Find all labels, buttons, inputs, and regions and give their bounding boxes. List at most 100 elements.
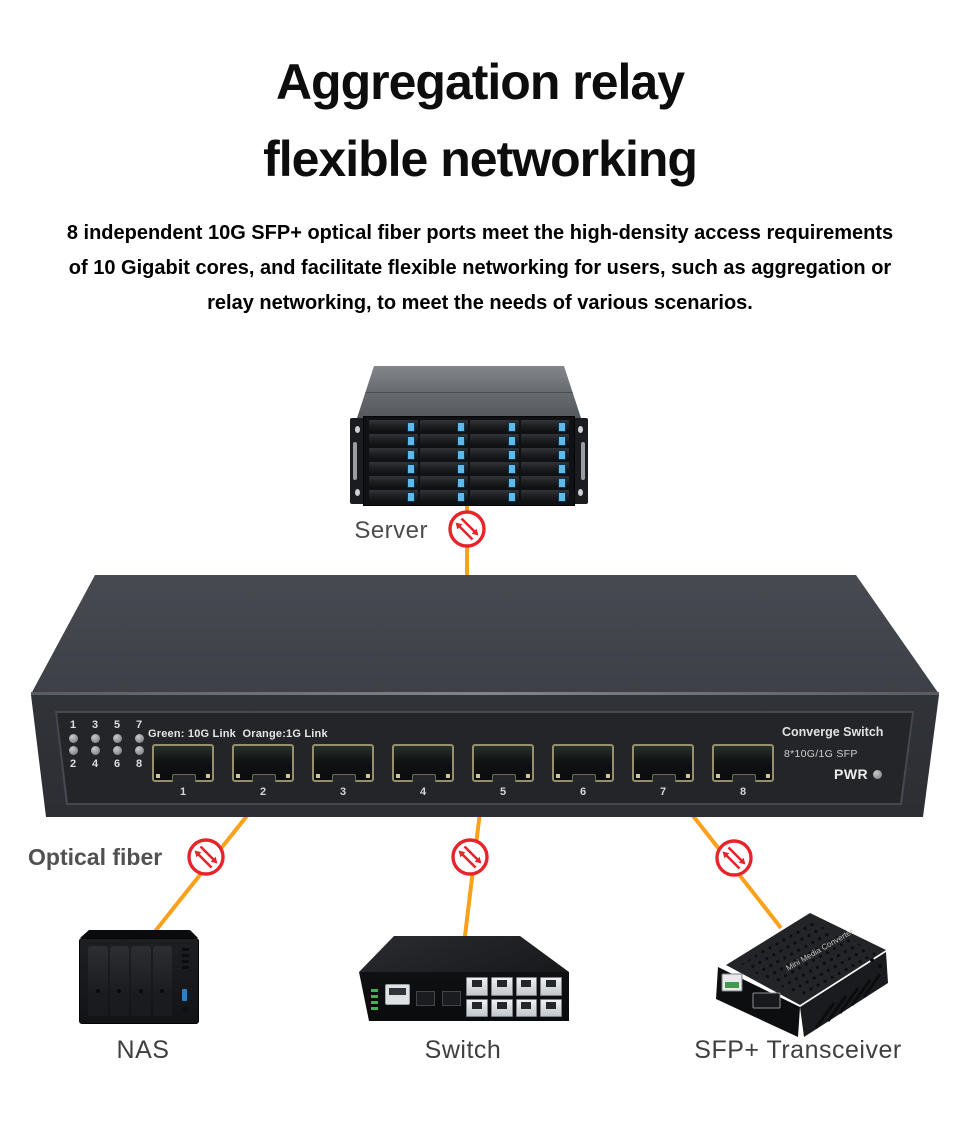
server-drive-tray — [419, 448, 468, 460]
rj45-port-grid — [466, 977, 562, 1017]
rj45-port — [540, 998, 562, 1017]
transceiver-right-face — [800, 952, 888, 1037]
sfp-port-number: 5 — [499, 786, 507, 798]
console-port — [385, 984, 410, 1005]
sfp-port-number: 2 — [259, 786, 267, 798]
green-led — [371, 1001, 378, 1004]
led-number: 6 — [113, 758, 121, 770]
transmission-arrows-icon — [715, 839, 753, 877]
server-drive-tray — [520, 420, 569, 432]
server-rack-ear-right — [573, 418, 588, 504]
description-line: relay networking, to meet the needs of v… — [207, 292, 753, 314]
server-drive-tray — [470, 490, 519, 502]
sfp-port-number: 6 — [579, 786, 587, 798]
sfp-port-cage: 5 — [472, 744, 534, 798]
sfp-port-cage: 7 — [632, 744, 694, 798]
server-drive-tray — [520, 476, 569, 488]
led-number: 1 — [69, 719, 77, 731]
sfp-port-cage: 2 — [232, 744, 294, 798]
transceiver-sfp-port — [752, 992, 781, 1009]
transmission-arrows-icon — [451, 838, 489, 876]
server-rack-ear-left — [350, 418, 365, 504]
sfp-slot — [416, 991, 435, 1006]
green-led — [371, 1007, 378, 1010]
description-line: 8 independent 10G SFP+ optical fiber por… — [66, 222, 894, 244]
server-drive-tray — [520, 490, 569, 502]
sfp-port-cage: 6 — [552, 744, 614, 798]
server-drive-grid — [369, 420, 569, 502]
sfp-port-cage: 3 — [312, 744, 374, 798]
led-number: 2 — [69, 758, 77, 770]
server-drive-tray — [419, 462, 468, 474]
server-body — [363, 416, 575, 506]
led-number: 5 — [113, 719, 121, 731]
server-drive-tray — [369, 420, 418, 432]
server-drive-tray — [470, 476, 519, 488]
pwr-label: PWR — [834, 766, 869, 782]
server-drive-tray — [470, 434, 519, 446]
server-lid — [357, 366, 581, 418]
nas-drive-bay — [109, 946, 129, 1016]
status-led — [134, 746, 144, 755]
access-switch-leds — [371, 989, 379, 1013]
led-number: 7 — [135, 719, 143, 731]
nas-body — [79, 938, 199, 1024]
sfp-port-number: 1 — [179, 786, 187, 798]
rj45-port — [515, 998, 538, 1017]
status-led — [90, 746, 100, 755]
rj45-port — [540, 977, 562, 996]
nas-drive-bay — [131, 946, 151, 1016]
nas-drive-bays — [88, 946, 172, 1016]
status-led — [112, 734, 122, 743]
title-line-1: Aggregation relay — [275, 54, 685, 110]
server-handle — [353, 442, 357, 480]
server-drive-tray — [369, 490, 418, 502]
rj45-port — [515, 977, 538, 996]
transceiver-label: SFP+ Transceiver — [694, 1036, 902, 1064]
nas-power-button — [182, 1007, 188, 1013]
transmission-arrows-icon — [187, 838, 225, 876]
transceiver-vent-holes — [740, 921, 878, 997]
server-handle — [581, 442, 585, 480]
sfp-pin — [636, 774, 640, 778]
nas-status-led — [181, 966, 189, 969]
nas-drive-bay — [152, 946, 172, 1016]
server-device — [350, 366, 588, 506]
switch-model: 8*10G/1G SFP — [784, 748, 858, 760]
led-number: 4 — [91, 758, 99, 770]
link-legend: Green: 10G Link Orange:1G Link — [148, 728, 328, 740]
nas-usb-port — [182, 989, 187, 1001]
sfp-transceiver-device: Mini Media Converter — [696, 903, 896, 1038]
rj45-port — [490, 977, 513, 996]
switch-front-edge — [31, 692, 939, 695]
server-drive-tray — [419, 420, 468, 432]
pwr-led — [873, 770, 882, 779]
server-drive-tray — [470, 462, 519, 474]
server-drive-tray — [369, 462, 418, 474]
sfp-pin — [156, 774, 160, 778]
status-led — [68, 746, 78, 755]
sfp-pin — [476, 774, 480, 778]
server-drive-tray — [470, 448, 519, 460]
nas-drive-bay — [88, 946, 108, 1016]
nas-side-panel — [176, 945, 194, 1017]
switch-top-face — [31, 575, 939, 694]
server-drive-tray — [470, 420, 519, 432]
rj45-port — [466, 977, 488, 996]
server-drive-tray — [369, 448, 418, 460]
sfp-port-number: 3 — [339, 786, 347, 798]
server-drive-tray — [419, 476, 468, 488]
switch-label: Switch — [424, 1036, 502, 1064]
server-drive-tray — [419, 434, 468, 446]
sfp-port-number: 8 — [739, 786, 747, 798]
transmission-arrows-icon — [448, 510, 486, 548]
page-title: Aggregation relay flexible networking — [0, 44, 960, 198]
optical-fiber-label: Optical fiber — [28, 844, 163, 870]
nas-status-led — [181, 954, 189, 957]
sfp-pin — [556, 774, 560, 778]
server-drive-tray — [369, 434, 418, 446]
sfp-pin — [236, 774, 240, 778]
